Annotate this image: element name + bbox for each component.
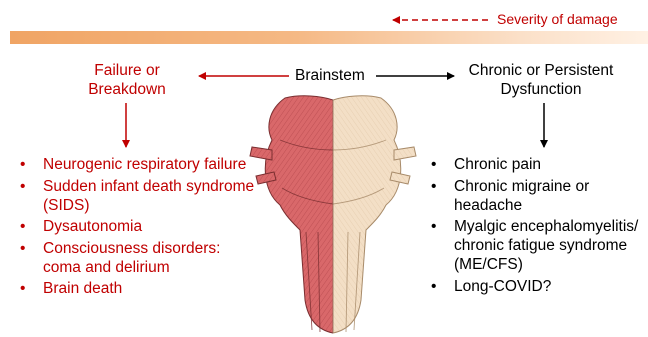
brainstem-label: Brainstem <box>295 67 365 85</box>
bullet-icon: • <box>431 155 436 174</box>
chronic-list: •Chronic pain •Chronic migraine or heada… <box>423 155 648 298</box>
severity-gradient-bar <box>10 31 648 44</box>
list-item: •Sudden infant death syndrome (SIDS) <box>12 177 262 215</box>
chronic-heading: Chronic or Persistent Dysfunction <box>452 61 630 99</box>
bullet-icon: • <box>20 279 25 298</box>
list-item: •Long-COVID? <box>423 277 648 296</box>
bullet-icon: • <box>20 217 25 236</box>
bullet-icon: • <box>20 155 25 174</box>
list-item: •Brain death <box>12 279 262 298</box>
failure-heading: Failure or Breakdown <box>72 61 182 99</box>
severity-label: Severity of damage <box>497 11 618 27</box>
list-item: •Chronic migraine or headache <box>423 177 648 215</box>
list-item: •Neurogenic respiratory failure <box>12 155 262 174</box>
list-item: •Chronic pain <box>423 155 648 174</box>
bullet-icon: • <box>20 177 25 196</box>
bullet-icon: • <box>431 277 436 296</box>
list-item: •Dysautonomia <box>12 217 262 236</box>
failure-list: •Neurogenic respiratory failure •Sudden … <box>12 155 262 301</box>
bullet-icon: • <box>431 217 436 236</box>
list-item: •Myalgic encephalomyelitis/ chronic fati… <box>423 217 648 274</box>
bullet-icon: • <box>20 239 25 258</box>
brainstem-illustration <box>250 96 416 333</box>
bullet-icon: • <box>431 177 436 196</box>
list-item: •Consciousness disorders: coma and delir… <box>12 239 262 277</box>
